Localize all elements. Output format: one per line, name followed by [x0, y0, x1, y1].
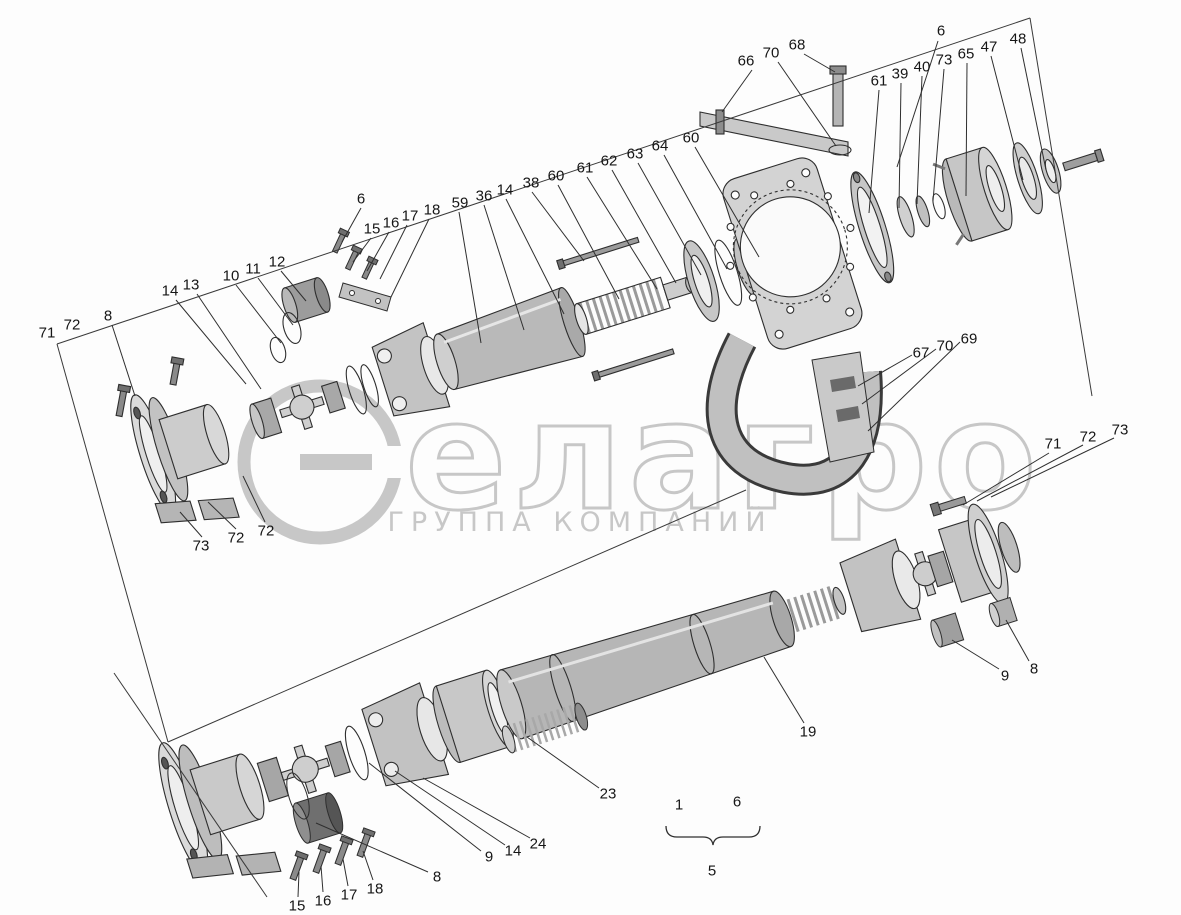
leader-line [505, 198, 565, 315]
leader-line [965, 62, 968, 197]
leader-line [868, 89, 880, 214]
flange-bolt [169, 356, 185, 386]
leader-line [320, 865, 324, 893]
leader-line [777, 61, 837, 147]
leader-line [663, 154, 728, 270]
leader-line [379, 224, 408, 280]
leader-line [932, 68, 945, 202]
leader-line [483, 204, 525, 331]
leader-line [951, 639, 1000, 670]
leader-line [803, 53, 836, 73]
leader-line [207, 501, 237, 530]
flange-bolt [115, 383, 132, 418]
group-brace [665, 825, 761, 846]
right-screw [929, 495, 968, 517]
leader-line [235, 284, 282, 344]
leader-line [1005, 619, 1030, 662]
bar-bolt [832, 71, 844, 127]
leader-line [557, 184, 620, 300]
leader-line [297, 871, 300, 898]
lower-right-cups [930, 596, 1018, 648]
group-boundary-line [56, 343, 169, 743]
group-boundary-line [113, 672, 268, 898]
leader-lines [111, 40, 1115, 898]
leader-line [637, 162, 702, 276]
leader-line [962, 452, 1050, 506]
leader-line [111, 324, 136, 397]
support-bracket [705, 332, 883, 496]
leader-line [763, 656, 805, 724]
watermark: елагро ГРУППА КОМПАНИЙ [237, 369, 1038, 546]
leader-line [694, 146, 760, 258]
leader-line [390, 218, 430, 298]
leader-line [341, 207, 362, 243]
leader-line [280, 270, 307, 302]
leader-line [366, 231, 390, 272]
lower-bolt-row [289, 827, 376, 881]
spacer-parts [269, 277, 331, 364]
leader-line [721, 69, 753, 113]
leader-line [242, 475, 266, 523]
upper-driveshaft [115, 142, 1105, 524]
leader-line [179, 511, 203, 538]
leader-line [342, 858, 349, 887]
leader-line [257, 277, 294, 326]
leader-line [368, 762, 482, 852]
group-boundary-line [167, 489, 747, 743]
watermark-subtitle: ГРУППА КОМПАНИЙ [387, 506, 772, 538]
lower-left-small-parts [286, 772, 344, 844]
group-boundary-line [56, 17, 1031, 345]
upper-bracket-bolts [331, 227, 392, 312]
splined-shaft-part [501, 702, 589, 754]
leader-line [1020, 47, 1047, 171]
leader-line [394, 770, 506, 846]
leader-line [976, 444, 1084, 502]
leader-line [896, 40, 939, 168]
leader-line [175, 299, 247, 385]
leader-line [458, 211, 482, 344]
bar-washer [828, 144, 852, 156]
watermark-logo-icon [237, 379, 404, 545]
leader-line [898, 82, 902, 209]
leader-line [990, 437, 1115, 498]
group-boundary-line [1029, 17, 1093, 397]
group-outline-lines [56, 17, 1093, 898]
leader-line [531, 191, 585, 262]
support-plate [722, 157, 863, 350]
leader-line [352, 237, 372, 263]
leader-line [861, 348, 937, 405]
leader-line [611, 169, 677, 284]
leader-line [586, 176, 658, 290]
leader-line [422, 777, 531, 839]
leader-line [362, 850, 374, 881]
leader-line [867, 341, 961, 432]
leader-line [526, 736, 600, 789]
leader-line [196, 293, 262, 390]
leader-line [857, 354, 913, 387]
leader-line [990, 55, 1024, 181]
leader-line [315, 822, 429, 873]
leader-line [916, 75, 923, 205]
lower-driveshaft [158, 503, 1021, 879]
